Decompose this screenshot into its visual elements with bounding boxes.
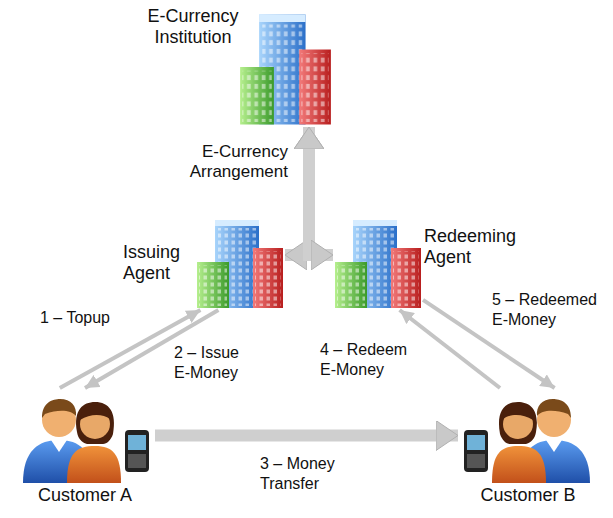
- customer-icon: [458, 388, 598, 483]
- step-label: E-Currency Arrangement: [158, 142, 290, 182]
- agent-building: Redeeming Agent: [333, 218, 423, 310]
- wide-arrow: [155, 430, 458, 442]
- node-label: Customer A: [15, 485, 155, 506]
- wide-arrow: [309, 127, 333, 255]
- building-icon: [195, 218, 285, 310]
- customer-group: Customer A: [15, 388, 155, 483]
- step-label: 1 – Topup: [38, 308, 152, 328]
- step-label: 4 – Redeem E-Money: [318, 340, 422, 380]
- node-label: Redeeming Agent: [424, 226, 528, 268]
- step-label: 2 – Issue E-Money: [172, 343, 260, 383]
- customer-group: Customer B: [458, 388, 598, 483]
- building-icon: [238, 12, 333, 127]
- step-label: 5 – Redeemed E-Money: [490, 290, 610, 330]
- customer-icon: [15, 388, 155, 483]
- node-label: Customer B: [458, 485, 598, 506]
- node-label: E-Currency Institution: [138, 6, 248, 48]
- node-label: Issuing Agent: [123, 242, 193, 284]
- step-label: 3 – Money Transfer: [258, 454, 358, 494]
- institution-building: E-Currency Institution: [238, 12, 333, 127]
- building-icon: [333, 218, 423, 310]
- agent-building: Issuing Agent: [195, 218, 285, 310]
